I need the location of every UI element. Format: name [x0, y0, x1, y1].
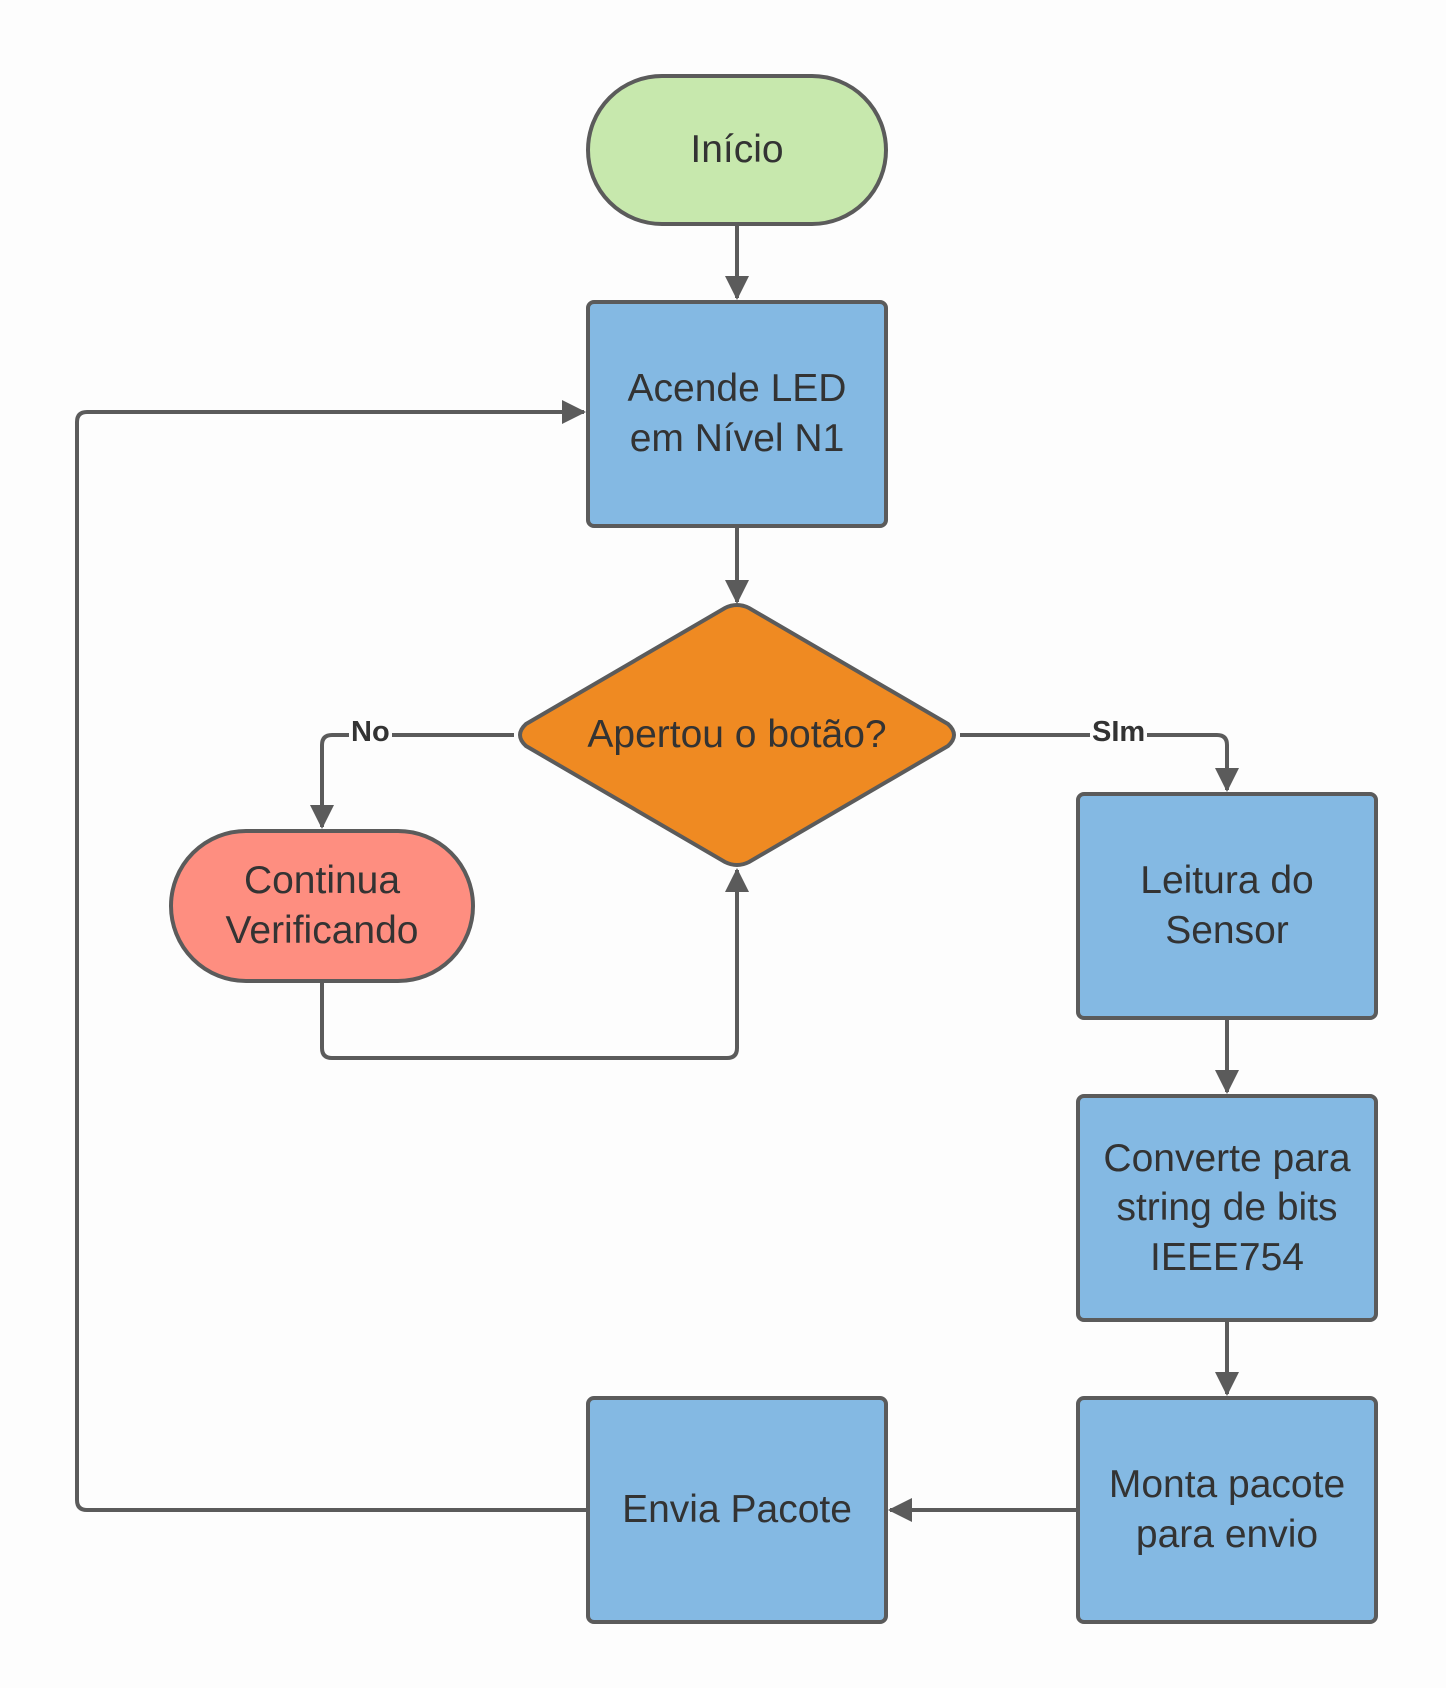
keep-checking-node: Continua Verificando [169, 829, 475, 983]
keep-checking-label: Continua Verificando [225, 859, 419, 952]
edge-continua-to-decision [320, 868, 749, 1060]
edge-envia-to-acende [75, 400, 586, 1512]
turn-on-led-node: Acende LED em Nível N1 [586, 300, 888, 528]
edge-decision-to-continua [310, 733, 514, 829]
convert-ieee754-node: Converte para string de bits IEEE754 [1076, 1094, 1378, 1322]
build-packet-node: Monta pacote para envio [1076, 1396, 1378, 1624]
read-sensor-node: Leitura do Sensor [1076, 792, 1378, 1020]
edge-label-no: No [349, 716, 392, 748]
start-node: Início [586, 74, 888, 226]
convert-ieee754-label: Converte para string de bits IEEE754 [1103, 1136, 1351, 1279]
decision-label: Apertou o botão? [587, 713, 887, 756]
turn-on-led-label: Acende LED em Nível N1 [627, 367, 847, 460]
send-packet-label: Envia Pacote [622, 1488, 852, 1532]
read-sensor-label: Leitura do Sensor [1140, 859, 1314, 952]
edge-label-sim: SIm [1090, 716, 1148, 748]
decision-diamond [518, 603, 956, 867]
edge-decision-to-leitura [960, 733, 1239, 792]
start-node-label: Início [690, 128, 784, 172]
button-pressed-decision: Apertou o botão? [514, 604, 960, 866]
send-packet-node: Envia Pacote [586, 1396, 888, 1624]
build-packet-label: Monta pacote para envio [1108, 1463, 1346, 1556]
